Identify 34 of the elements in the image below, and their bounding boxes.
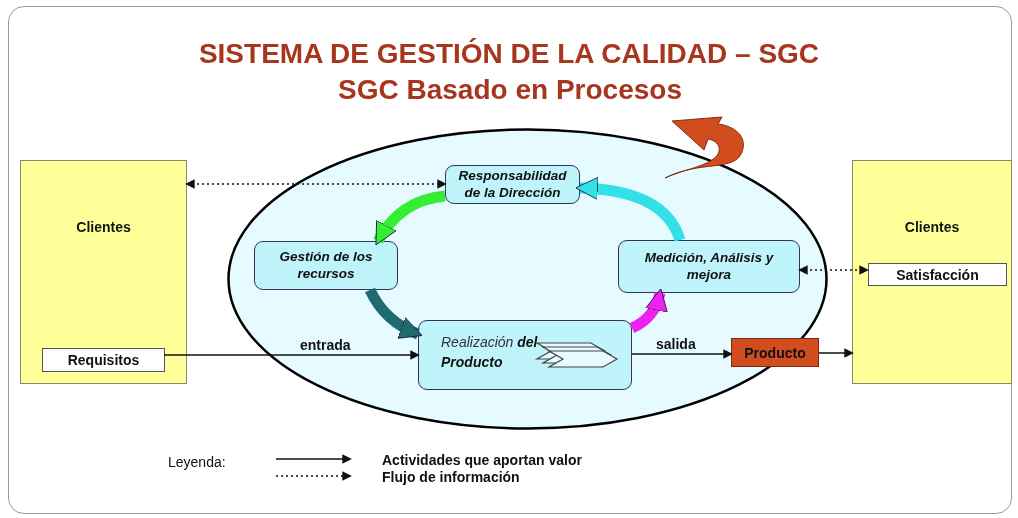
arrow [818,348,854,358]
legend-title: Leyenda: [168,454,226,470]
tag-label: Satisfacción [896,266,979,283]
process-label: Responsabilidad de la Dirección [457,168,568,201]
dotted-arrow [185,179,447,189]
block-arrow [373,190,446,246]
process-label: Realización del Producto [441,333,539,372]
tag-box [868,263,1007,286]
process-box [445,165,580,204]
arrow [631,349,733,359]
process-box [254,241,398,290]
process-label: Gestión de los recursos [278,249,374,282]
product-label: Producto [744,344,806,361]
process-box [418,320,632,390]
block-arrow [365,287,423,340]
arrow [163,350,420,360]
block-arrow [629,288,668,333]
dotted-arrow [798,265,869,275]
client-box [20,160,187,384]
subtitle: SGC Basado en Procesos [337,74,683,106]
box-title: Clientes [903,219,961,235]
tag-label: Requisitos [67,352,140,368]
legend-label: Flujo de información [382,469,520,485]
client-box [852,160,1012,384]
block-arrow [575,177,686,242]
process-box [618,240,800,293]
edge-label: salida [656,336,696,352]
process-ellipse [227,128,828,430]
title: SISTEMA DE GESTIÓN DE LA CALIDAD – SGC [197,38,821,70]
edge-label: entrada [300,337,351,353]
process-label: Medición, Análisis y mejora [643,250,775,283]
legend-label: Actividades que aportan valor [382,452,582,468]
tag-box [42,348,165,372]
box-title: Clientes [75,219,132,235]
